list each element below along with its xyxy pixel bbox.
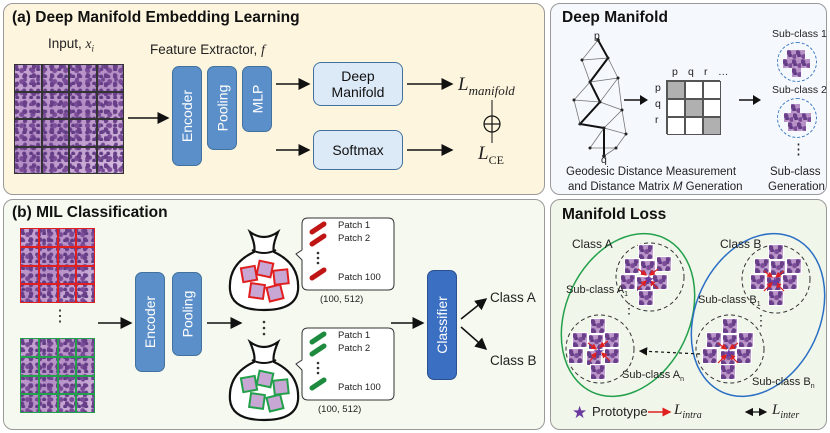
cluster-b1 <box>746 244 806 310</box>
encoder-box-b: Encoder <box>135 272 165 372</box>
mlp-box: MLP <box>242 66 272 132</box>
panel-a-title: (a) Deep Manifold Embedding Learning <box>12 9 300 26</box>
svg-text:★: ★ <box>769 274 781 289</box>
wsi-vdots: ⋮ <box>52 308 68 325</box>
arrow-to-matrix <box>624 95 648 105</box>
svg-text:★: ★ <box>593 344 605 359</box>
distance-matrix <box>666 80 721 135</box>
patch-bottom-2: Patch 2 <box>338 343 371 354</box>
matrix-row-q: q <box>655 98 661 110</box>
patch-bottom-100: Patch 100 <box>338 382 381 393</box>
pooling-box-a: Pooling <box>207 66 237 150</box>
bags-illustration <box>228 217 395 422</box>
arrow-to-subclass <box>739 95 761 105</box>
manifold-graph <box>572 38 628 158</box>
shape-bottom: (100, 512) <box>318 404 362 415</box>
ml-vdots-b: ⋮ <box>754 312 768 328</box>
subclass-1-label: Sub-class 1 <box>772 28 827 40</box>
panel-ml-title: Manifold Loss <box>562 206 667 223</box>
panel-manifold-loss <box>550 199 827 430</box>
panel-a-arrows <box>128 78 501 156</box>
loss-manifold-label: Lmanifold <box>458 74 515 98</box>
svg-text:★: ★ <box>723 346 735 361</box>
classifier-box: Classifier <box>427 270 457 380</box>
dm-caption-line1: Geodesic Distance Measurement <box>566 166 737 178</box>
class-a-ellipse <box>560 232 696 398</box>
patch-top-1: Patch 1 <box>338 220 371 231</box>
extractor-label: Feature Extractor, f <box>150 42 265 57</box>
class-a-output: Class A <box>490 290 536 305</box>
cluster-a1 <box>618 244 678 310</box>
input-label: Input, xi <box>48 36 95 54</box>
loss-ce-label: LCE <box>478 143 504 167</box>
class-b-label: Class B <box>720 237 762 251</box>
node-q-label: q <box>601 154 607 166</box>
matrix-row-p: p <box>655 82 661 94</box>
pooling-box-b: Pooling <box>172 272 202 356</box>
panel-b-arrows <box>98 298 488 350</box>
subclass-gen-line1: Sub-class <box>770 166 821 178</box>
prototype-icon: ★ <box>572 403 587 422</box>
patch-bottom-1: Patch 1 <box>338 330 371 341</box>
subclass-bn-label: Sub-class Bn <box>752 376 815 391</box>
softmax-box: Softmax <box>313 130 403 170</box>
ml-vdots-a: ⋮ <box>622 300 636 316</box>
input-patch-grid <box>14 64 124 174</box>
subclass-a1-label: Sub-class A1 <box>566 284 628 299</box>
legend-prototype-label: Prototype <box>592 404 648 419</box>
dm-caption-line2: and Distance Matrix M Generation <box>568 181 743 193</box>
class-a-label: Class A <box>572 237 613 251</box>
matrix-col-r: r <box>704 66 708 78</box>
subclass-gen-line2: Generation <box>768 181 825 193</box>
matrix-col-ellipsis: … <box>718 66 729 78</box>
patch-grid-green <box>20 338 95 413</box>
shape-top: (100, 512) <box>320 294 364 305</box>
node-p-label: p <box>594 30 600 42</box>
matrix-col-q: q <box>688 66 694 78</box>
prototype-markers: ★ ★ ★ ★ <box>587 268 785 364</box>
panel-dm-title: Deep Manifold <box>562 9 668 26</box>
subclass-2-cluster <box>777 98 817 138</box>
matrix-col-p: p <box>672 66 678 78</box>
legend-intra-label: Lintra <box>674 402 702 421</box>
patch-top-2: Patch 2 <box>338 233 371 244</box>
subclass-vdots: ⋮ <box>791 141 806 158</box>
subclass-an-label: Sub-class An <box>622 369 684 384</box>
subclass-2-label: Sub-class 2 <box>772 84 827 96</box>
svg-text:★: ★ <box>643 272 655 287</box>
class-b-output: Class B <box>490 353 537 368</box>
legend-inter-label: Linter <box>772 402 800 421</box>
patch-top-100: Patch 100 <box>338 272 381 283</box>
encoder-box-a: Encoder <box>172 66 202 166</box>
patch-grid-red <box>20 228 95 303</box>
panel-b-title: (b) MIL Classification <box>12 204 168 221</box>
subclass-1-cluster <box>777 42 817 82</box>
matrix-row-r: r <box>655 114 659 126</box>
subclass-b1-label: Sub-class B1 <box>698 294 761 309</box>
manifold-loss-diagram: ★ <box>560 232 826 422</box>
class-b-ellipse <box>690 232 826 398</box>
